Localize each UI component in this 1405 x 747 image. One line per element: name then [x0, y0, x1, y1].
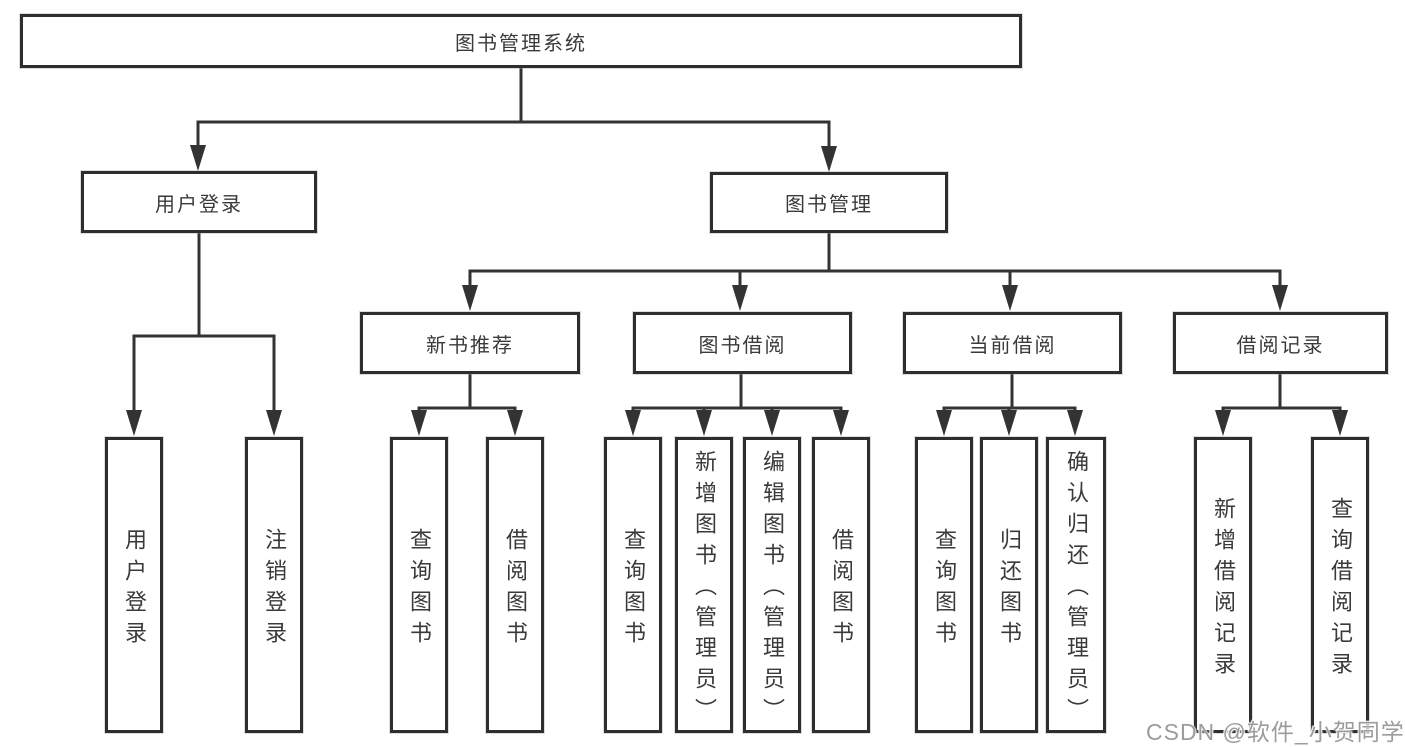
leaf-user-login: 用户登录: [105, 437, 163, 733]
node-book-management-branch: 图书管理: [710, 172, 948, 233]
leaf-query-books-current: 查询图书: [915, 437, 973, 733]
node-borrowing-records: 借阅记录: [1173, 312, 1388, 374]
node-user-login-branch: 用户登录: [81, 171, 317, 233]
node-label: 用户登录: [155, 193, 243, 216]
csdn-watermark: CSDN @软件_小贺同学: [1146, 719, 1405, 745]
node-label: 查询图书: [407, 527, 432, 652]
node-label: 借阅图书: [829, 527, 854, 652]
node-label: 图书管理系统: [455, 32, 587, 55]
node-book-borrowing: 图书借阅: [633, 312, 852, 374]
leaf-query-books-recommend: 查询图书: [390, 437, 448, 733]
leaf-query-books-borrow: 查询图书: [604, 437, 662, 733]
node-label: 当前借阅: [968, 334, 1057, 357]
node-label: 新增借阅记录: [1211, 496, 1236, 683]
leaf-return-book: 归还图书: [980, 437, 1038, 733]
node-current-borrowing: 当前借阅: [903, 312, 1122, 374]
node-new-book-recommendation: 新书推荐: [360, 312, 580, 374]
leaf-edit-book-admin: 编辑图书（管理员）: [743, 437, 801, 733]
node-label: 用户登录: [122, 527, 147, 652]
node-label: 查询图书: [932, 527, 957, 652]
node-library-management-system: 图书管理系统: [20, 14, 1022, 68]
node-label: 图书管理: [785, 194, 873, 216]
node-label: 图书借阅: [698, 334, 787, 357]
leaf-confirm-return-admin: 确认归还（管理员）: [1046, 437, 1106, 733]
node-label: 借阅记录: [1236, 334, 1325, 357]
leaf-borrow-books-recommend: 借阅图书: [486, 437, 544, 733]
node-label: 编辑图书（管理员）: [760, 450, 785, 729]
leaf-add-borrow-record: 新增借阅记录: [1194, 437, 1252, 733]
node-label: 注销登录: [262, 527, 287, 652]
node-label: 归还图书: [997, 527, 1022, 652]
node-label: 新书推荐: [426, 334, 514, 357]
leaf-query-borrow-record: 查询借阅记录: [1311, 437, 1369, 733]
node-label: 查询借阅记录: [1328, 496, 1353, 683]
leaf-borrow-books: 借阅图书: [812, 437, 870, 733]
node-label: 借阅图书: [503, 527, 528, 652]
leaf-add-book-admin: 新增图书（管理员）: [675, 437, 733, 733]
node-label: 新增图书（管理员）: [692, 450, 717, 729]
leaf-logout: 注销登录: [245, 437, 303, 733]
node-label: 确认归还（管理员）: [1064, 450, 1089, 729]
node-label: 查询图书: [621, 527, 646, 652]
